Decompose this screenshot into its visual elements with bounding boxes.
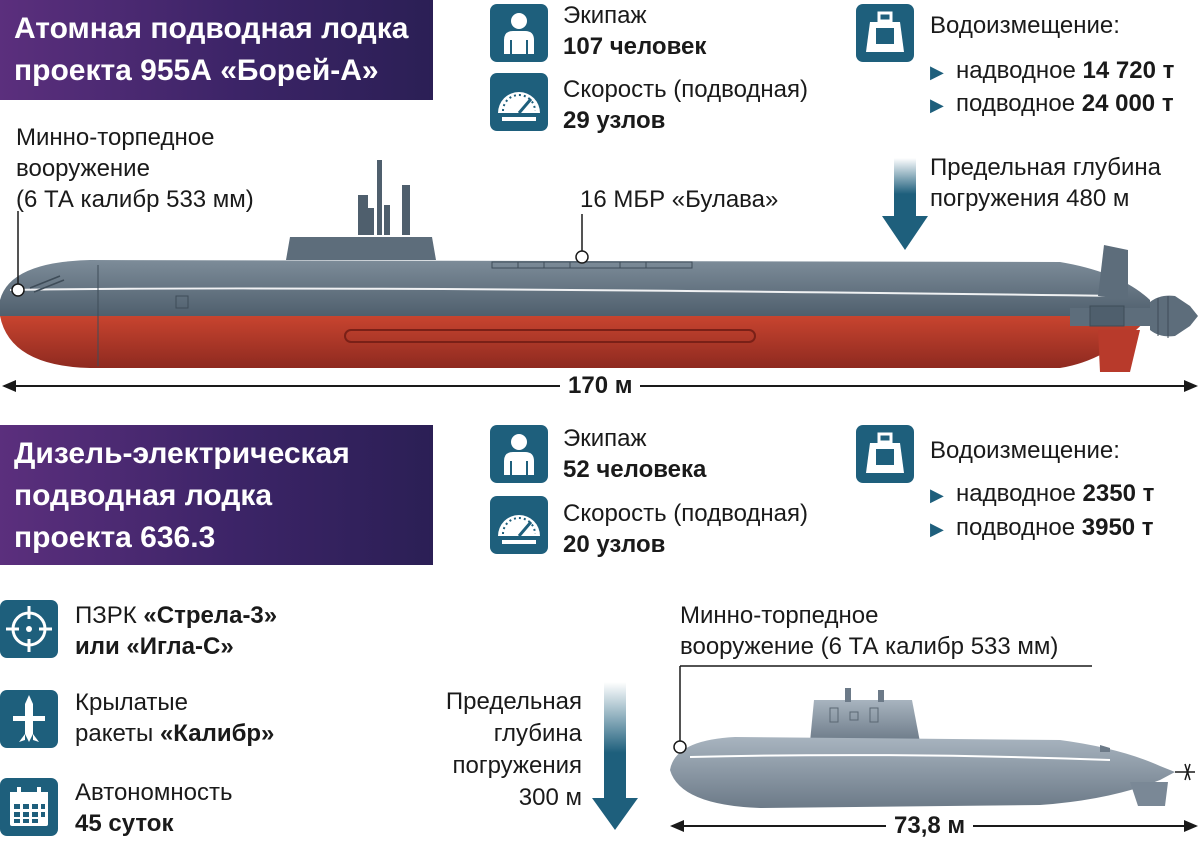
borei-surface-value: 14 720 т — [1082, 57, 1175, 84]
borei-torpedo-line1: Минно-торпедное — [16, 124, 215, 151]
kilo-length-label: 73,8 м — [886, 812, 974, 840]
borei-torpedo-line3: (6 ТА калибр 533 мм) — [16, 186, 254, 213]
kilo-crew-value: 52 человека — [563, 456, 707, 483]
kilo-surface-row: ▶ надводное 2350 т — [930, 478, 1154, 511]
kilo-manpads-prefix: ПЗРК — [75, 602, 137, 629]
kilo-surface-value: 2350 т — [1082, 480, 1155, 507]
person-icon — [490, 4, 548, 62]
borei-submerged-value: 24 000 т — [1081, 90, 1174, 117]
kilo-sail — [810, 700, 920, 742]
kilo-torpedo-line2: вооружение (6 ТА калибр 533 мм) — [680, 633, 1059, 660]
borei-sail — [286, 237, 436, 260]
missile-icon — [0, 690, 58, 748]
kilo-title-line1: Дизель-электрическая — [14, 437, 350, 470]
kilo-autonomy-label: Автономность — [75, 779, 233, 806]
kilo-cruise-name: «Калибр» — [159, 720, 275, 747]
triangle-bullet-icon: ▶ — [930, 485, 944, 505]
borei-torpedo-line2: вооружение — [16, 155, 150, 182]
kilo-displacement-label: Водоизмещение: — [930, 437, 1120, 464]
borei-propulsor — [1150, 295, 1198, 337]
kilo-title-line3: проекта 636.3 — [14, 521, 216, 554]
borei-crew-label: Экипаж — [563, 2, 647, 29]
borei-stern-fin — [1098, 245, 1128, 300]
borei-depth-line1: Предельная глубина — [930, 154, 1161, 181]
kilo-title-banner: Дизель-электрическая подводная лодка про… — [0, 425, 433, 565]
borei-depth-line2: погружения 480 м — [930, 185, 1130, 212]
kilo-speed-label: Скорость (подводная) — [563, 500, 809, 527]
kilo-hull — [670, 737, 1175, 808]
kilo-depth-line1: Предельная — [445, 688, 582, 715]
triangle-bullet-icon: ▶ — [930, 95, 944, 115]
borei-length-label: 170 м — [560, 372, 641, 400]
kilo-depth-line2: глубина — [493, 720, 582, 747]
kilo-manpads-name1: «Стрела-3» — [143, 602, 278, 629]
borei-torpedo-marker — [11, 283, 25, 297]
speedometer-icon — [490, 73, 548, 131]
kilo-cruise-line2: ракеты «Калибр» — [75, 718, 274, 749]
kilo-manpads-line1: ПЗРК «Стрела-3» — [75, 600, 277, 631]
speedometer-icon — [490, 496, 548, 554]
borei-surface-label: надводное — [956, 57, 1076, 84]
kilo-speed-value: 20 узлов — [563, 531, 666, 558]
kilo-autonomy-value: 45 суток — [75, 810, 174, 837]
borei-surface-row: ▶ надводное 14 720 т — [930, 55, 1174, 88]
borei-hull-upper — [0, 260, 1150, 316]
kilo-cruise-prefix: ракеты — [75, 720, 154, 747]
borei-submerged-row: ▶ подводное 24 000 т — [930, 88, 1174, 121]
kilo-torpedo-line1: Минно-торпедное — [680, 602, 879, 629]
kilo-surface-label: надводное — [956, 480, 1076, 507]
triangle-bullet-icon: ▶ — [930, 62, 944, 82]
borei-masts — [358, 160, 410, 235]
weight-icon — [856, 425, 914, 483]
borei-title-line1: Атомная подводная лодка — [14, 12, 409, 45]
down-arrow-icon — [592, 682, 638, 830]
borei-submerged-label: подводное — [956, 90, 1076, 117]
borei-missiles-marker — [575, 250, 589, 264]
calendar-icon — [0, 778, 58, 836]
kilo-submerged-value: 3950 т — [1081, 514, 1154, 541]
borei-title-line2: проекта 955А «Борей-А» — [14, 54, 379, 87]
kilo-submerged-label: подводное — [956, 514, 1076, 541]
weight-icon — [856, 4, 914, 62]
borei-crew-value: 107 человек — [563, 33, 707, 60]
kilo-cruise-line1: Крылатые — [75, 689, 188, 716]
kilo-torpedo-marker — [673, 740, 687, 754]
kilo-depth-line3: погружения — [452, 752, 582, 779]
crosshair-icon — [0, 600, 58, 658]
down-arrow-icon — [882, 158, 928, 250]
triangle-bullet-icon: ▶ — [930, 519, 944, 539]
kilo-title-line2: подводная лодка — [14, 479, 273, 512]
kilo-depth-line4: 300 м — [518, 784, 582, 811]
kilo-crew-label: Экипаж — [563, 425, 647, 452]
person-icon — [490, 425, 548, 483]
borei-missiles-label: 16 МБР «Булава» — [580, 186, 779, 213]
borei-speed-label: Скорость (подводная) — [563, 76, 809, 103]
borei-speed-value: 29 узлов — [563, 107, 666, 134]
borei-displacement-label: Водоизмещение: — [930, 12, 1120, 39]
borei-title-banner: Атомная подводная лодка проекта 955А «Бо… — [0, 0, 433, 100]
kilo-manpads-line2: или «Игла-С» — [75, 633, 234, 660]
kilo-submerged-row: ▶ подводное 3950 т — [930, 512, 1154, 545]
